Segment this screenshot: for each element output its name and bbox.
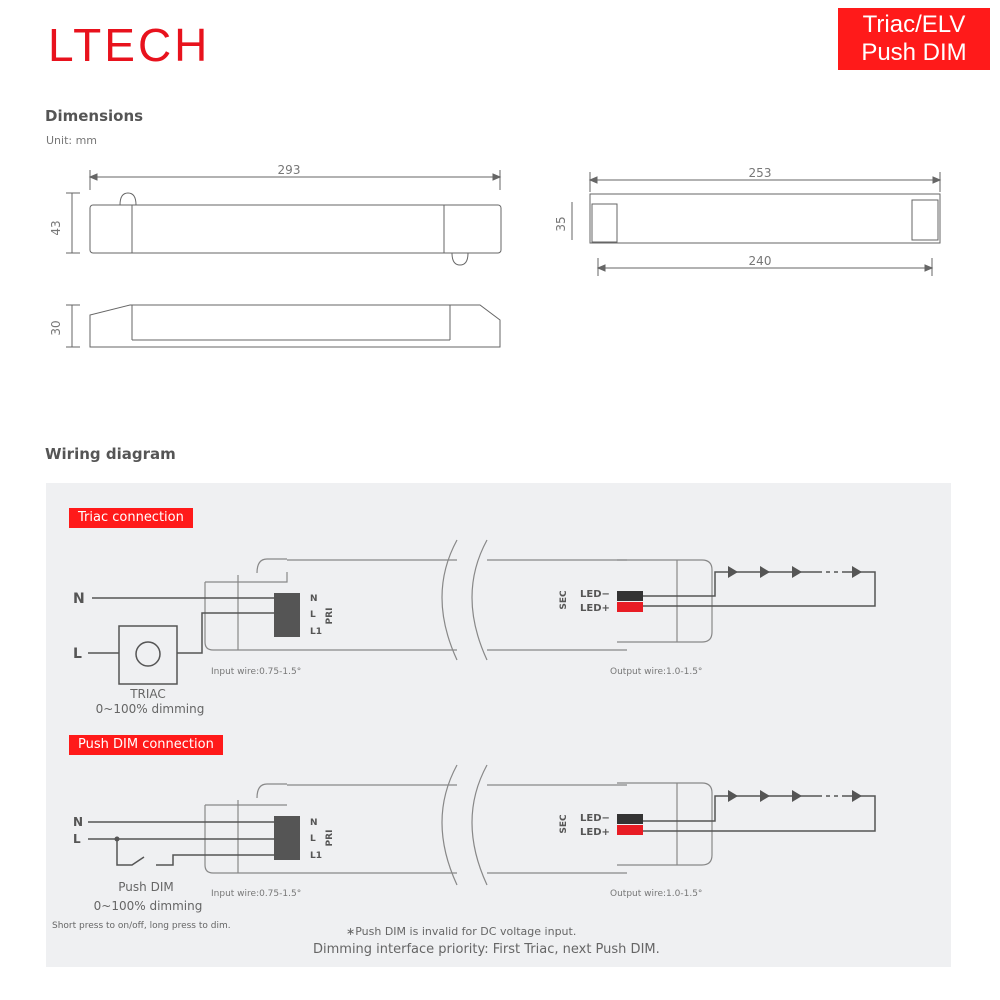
dimension-drawings: 293 43 30 253 240 35	[49, 163, 942, 348]
overall-253: 253	[749, 166, 772, 180]
pushdim-pri: PRI	[325, 830, 335, 847]
badge-line-1: Triac/ELV	[862, 11, 966, 38]
pushdim-led-minus: LED−	[580, 813, 610, 824]
dimensions-title: Dimensions	[45, 107, 144, 125]
triac-sec: SEC	[559, 590, 569, 610]
pushdim-sec: SEC	[559, 814, 569, 834]
pushdim-device-sub: 0~100% dimming	[94, 899, 203, 913]
triac-device-label: TRIAC	[129, 687, 166, 701]
triac-connection-tag: Triac connection	[69, 508, 193, 528]
triac-term-n: N	[310, 594, 318, 604]
triac-term-l1: L1	[310, 627, 322, 637]
pushdim-wire-n: N	[73, 815, 83, 829]
ltech-logo: LTECH	[48, 19, 211, 71]
pushdim-hint: Short press to on/off, long press to dim…	[52, 921, 231, 931]
inner-240: 240	[749, 254, 772, 268]
pushdim-led-plus: LED+	[580, 827, 610, 838]
pushdim-output-wire: Output wire:1.0-1.5°	[610, 889, 702, 899]
pushdim-term-n: N	[310, 818, 318, 828]
height-30: 30	[49, 320, 63, 335]
pushdim-term-l1: L1	[310, 851, 322, 861]
width-43: 43	[49, 220, 63, 235]
unit-label: Unit: mm	[46, 134, 98, 147]
pushdim-device-label: Push DIM	[118, 880, 173, 894]
pushdim-wire-l: L	[73, 832, 81, 846]
triac-input-wire: Input wire:0.75-1.5°	[211, 667, 301, 677]
pushdim-term-l: L	[310, 834, 316, 844]
wiring-panel	[46, 483, 951, 967]
product-type-badge: Triac/ELV Push DIM	[838, 8, 990, 70]
note-priority: Dimming interface priority: First Triac,…	[313, 942, 660, 957]
badge-line-2: Push DIM	[861, 39, 967, 66]
triac-wire-n: N	[73, 591, 85, 607]
triac-output-wire: Output wire:1.0-1.5°	[610, 667, 702, 677]
note-dc-invalid: ∗Push DIM is invalid for DC voltage inpu…	[346, 925, 576, 938]
length-293: 293	[278, 163, 301, 177]
triac-device-sub: 0~100% dimming	[96, 702, 205, 716]
pushdim-connection-tag: Push DIM connection	[69, 735, 223, 755]
triac-led-minus: LED−	[580, 589, 610, 600]
triac-wire-l: L	[73, 646, 82, 662]
wiring-title: Wiring diagram	[45, 445, 176, 463]
triac-term-l: L	[310, 610, 316, 620]
triac-led-plus: LED+	[580, 603, 610, 614]
height-35: 35	[554, 216, 568, 231]
pushdim-input-wire: Input wire:0.75-1.5°	[211, 889, 301, 899]
triac-pri: PRI	[325, 608, 335, 625]
